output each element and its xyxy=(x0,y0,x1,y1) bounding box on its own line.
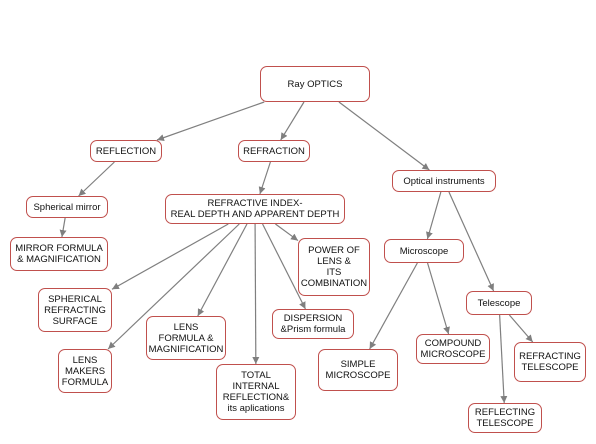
connector-optical-instruments-to-telescope xyxy=(448,191,495,292)
node-total-internal: TOTAL INTERNAL REFLECTION& its aplicatio… xyxy=(216,364,296,420)
node-power-of-lens: POWER OF LENS & ITS COMBINATION xyxy=(298,238,370,296)
node-simple-microscope: SIMPLE MICROSCOPE xyxy=(318,349,398,391)
node-label-line: MICROSCOPE xyxy=(325,370,391,381)
node-spherical-refracting: SPHERICAL REFRACTING SURFACE xyxy=(38,288,112,332)
connector-microscope-to-compound-microscope xyxy=(426,262,450,335)
connector-refractive-index-to-total-internal xyxy=(252,223,260,365)
node-label-line: POWER OF xyxy=(308,245,360,256)
connector-reflection-to-spherical-mirror xyxy=(78,161,115,197)
node-label-line: its aplications xyxy=(227,403,285,414)
node-microscope: Microscope xyxy=(384,239,464,263)
node-label-line: TOTAL xyxy=(241,370,271,381)
node-label-line: MAGNIFICATION xyxy=(148,343,224,355)
node-label-line: TELESCOPE xyxy=(476,418,534,429)
node-label-line: SIMPLE xyxy=(340,359,376,370)
node-label-line: MIRROR FORMULA xyxy=(15,243,103,254)
node-spherical-mirror: Spherical mirror xyxy=(26,196,108,218)
node-lens-formula: LENS FORMULA & MAGNIFICATION xyxy=(146,316,226,360)
node-label-line: Microscope xyxy=(399,245,449,257)
node-refraction: REFRACTION xyxy=(238,140,310,162)
node-label-line: COMPOUND xyxy=(424,338,482,349)
node-label-line: Spherical mirror xyxy=(33,201,101,213)
node-label-line: Optical instruments xyxy=(403,175,485,187)
node-label-line: REFRACTING xyxy=(519,351,581,362)
node-telescope: Telescope xyxy=(466,291,532,315)
node-label-line: COMBINATION xyxy=(300,278,368,289)
node-label-line: REFLECTION& xyxy=(222,392,290,403)
node-mirror-formula: MIRROR FORMULA & MAGNIFICATION xyxy=(10,237,108,271)
connector-refraction-to-refractive-index xyxy=(258,161,271,195)
connectors xyxy=(59,101,534,404)
connector-telescope-to-reflecting-telescope xyxy=(499,314,508,404)
connector-spherical-mirror-to-mirror-formula xyxy=(59,217,67,238)
node-label-line: REFLECTION xyxy=(95,145,157,157)
node-label-line: LENS & xyxy=(317,256,351,267)
node-label-line: Telescope xyxy=(477,297,521,309)
node-label-line: LENS xyxy=(72,354,98,366)
connector-ray-optics-to-optical-instruments xyxy=(338,101,430,171)
node-label-line: & MAGNIFICATION xyxy=(17,254,101,265)
node-label-line: SURFACE xyxy=(52,315,98,327)
connector-refractive-index-to-dispersion xyxy=(262,223,306,310)
node-label-line: FORMULA xyxy=(61,376,109,388)
connector-optical-instruments-to-microscope xyxy=(425,191,442,240)
connector-telescope-to-refracting-telescope xyxy=(508,314,534,343)
node-lens-makers: LENS MAKERS FORMULA xyxy=(58,349,112,393)
node-ray-optics: Ray OPTICS xyxy=(260,66,370,102)
node-dispersion: DISPERSION &Prism formula xyxy=(272,309,354,339)
connector-refractive-index-to-lens-formula xyxy=(197,223,248,317)
node-label-line: FORMULA & xyxy=(158,332,214,344)
node-label-line: INTERNAL xyxy=(232,381,280,392)
connector-ray-optics-to-reflection xyxy=(156,101,265,141)
node-label-line: REFRACTION xyxy=(243,145,305,157)
node-label-line: &Prism formula xyxy=(280,324,346,335)
node-refractive-index: REFRACTIVE INDEX- REAL DEPTH AND APPAREN… xyxy=(165,194,345,224)
node-refracting-telescope: REFRACTING TELESCOPE xyxy=(514,342,586,382)
node-label-line: ITS xyxy=(326,267,342,278)
connector-ray-optics-to-refraction xyxy=(280,101,305,141)
node-label-line: REFRACTING xyxy=(44,304,106,316)
node-label-line: SPHERICAL xyxy=(48,293,102,305)
node-label-line: MAKERS xyxy=(64,365,106,377)
connector-refractive-index-to-spherical-refracting xyxy=(111,223,229,290)
node-compound-microscope: COMPOUND MICROSCOPE xyxy=(416,334,490,364)
connector-refractive-index-to-power-of-lens xyxy=(275,223,299,242)
connector-microscope-to-simple-microscope xyxy=(369,262,418,350)
node-reflecting-telescope: REFLECTING TELESCOPE xyxy=(468,403,542,433)
node-reflection: REFLECTION xyxy=(90,140,162,162)
node-label-line: TELESCOPE xyxy=(521,362,579,373)
node-optical-instruments: Optical instruments xyxy=(392,170,496,192)
node-label-line: REFLECTING xyxy=(474,407,536,418)
node-label-line: Ray OPTICS xyxy=(287,78,343,90)
node-label-line: REAL DEPTH AND APPARENT DEPTH xyxy=(170,209,340,220)
node-label-line: REFRACTIVE INDEX- xyxy=(207,198,303,209)
node-label-line: DISPERSION xyxy=(283,313,343,324)
node-label-line: MICROSCOPE xyxy=(420,349,486,360)
node-label-line: LENS xyxy=(173,321,199,333)
connector-refractive-index-to-lens-makers xyxy=(107,223,240,350)
